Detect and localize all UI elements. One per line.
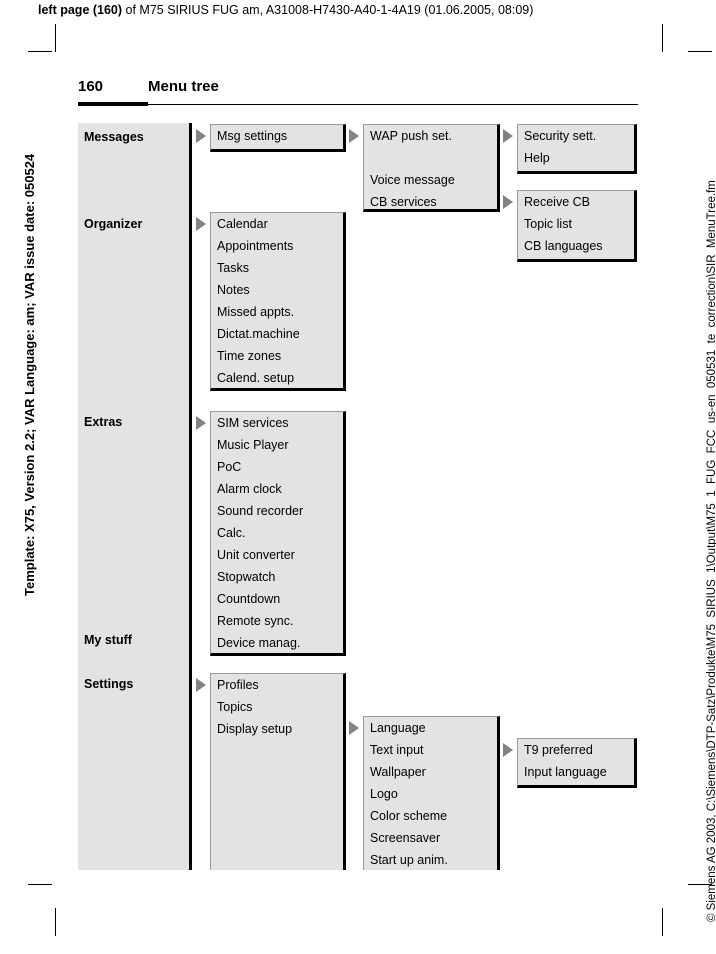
menu-item[interactable]: CB languages	[524, 239, 603, 253]
page-header: 160 Menu tree	[78, 78, 638, 108]
arrow-messages-to-msg-settings	[196, 129, 206, 143]
crop-mark-bottom-right-vertical	[662, 908, 663, 936]
menu-item[interactable]: Voice message	[370, 173, 455, 187]
menu-box-security-settings: Security sett. Help	[517, 124, 637, 174]
page-title: Menu tree	[148, 78, 219, 95]
menu-item[interactable]: T9 preferred	[524, 743, 593, 757]
crop-mark-bottom-right-horizontal	[688, 884, 712, 885]
menu-item[interactable]: Calend. setup	[217, 371, 295, 385]
menu-item[interactable]: Missed appts.	[217, 305, 295, 319]
arrow-organizer-to-sub	[196, 217, 206, 231]
arrow-text-input-to-t9	[503, 743, 513, 757]
menu-item[interactable]: WAP push set.	[370, 129, 452, 143]
menu-item[interactable]: Sound recorder	[217, 504, 304, 518]
document-header-rest: of M75 SIRIUS FUG am, A31008-H7430-A40-1…	[122, 3, 534, 17]
crop-mark-top-right-vertical	[662, 24, 663, 52]
menu-item[interactable]: Stopwatch	[217, 570, 276, 584]
crop-mark-bottom-left-horizontal	[28, 884, 52, 885]
arrow-settings-to-sub	[196, 678, 206, 692]
menu-level1-item-extras[interactable]: Extras	[78, 415, 192, 429]
menu-item[interactable]: Notes	[217, 283, 250, 297]
arrow-wap-push-to-security	[503, 129, 513, 143]
menu-item[interactable]: Help	[524, 151, 550, 165]
menu-level1-label: Settings	[84, 677, 134, 691]
menu-box-msg-settings: Msg settings	[210, 124, 346, 152]
menu-level1-item-messages[interactable]: Messages	[78, 130, 192, 144]
menu-item[interactable]: Alarm clock	[217, 482, 282, 496]
menu-item[interactable]: Appointments	[217, 239, 294, 253]
menu-item[interactable]: Remote sync.	[217, 614, 294, 628]
menu-item[interactable]: Dictat.machine	[217, 327, 300, 341]
menu-item[interactable]: Text input	[370, 743, 424, 757]
menu-item[interactable]: Profiles	[217, 678, 259, 692]
menu-item-spacer	[364, 147, 497, 169]
menu-item[interactable]: Tasks	[217, 261, 249, 275]
menu-item[interactable]: Receive CB	[524, 195, 590, 209]
header-rule-thick	[78, 102, 148, 106]
arrow-cb-services-to-sub	[503, 195, 513, 209]
menu-item[interactable]: Topics	[217, 700, 253, 714]
menu-item[interactable]: Countdown	[217, 592, 281, 606]
menu-item[interactable]: Unit converter	[217, 548, 295, 562]
arrow-msg-settings-to-wap-push	[349, 129, 359, 143]
menu-level1-label: Messages	[84, 130, 144, 144]
menu-item[interactable]: Display setup	[217, 722, 293, 736]
crop-mark-top-right-horizontal	[688, 51, 712, 52]
menu-level1-label: Extras	[84, 415, 123, 429]
document-header-bold: left page (160)	[38, 3, 123, 17]
menu-item[interactable]: Color scheme	[370, 809, 448, 823]
header-rule-thin	[148, 104, 638, 105]
document-header-line: left page (160) of M75 SIRIUS FUG am, A3…	[38, 0, 698, 20]
menu-item[interactable]: Screensaver	[370, 831, 441, 845]
menu-item[interactable]: Topic list	[524, 217, 572, 231]
menu-item[interactable]: Msg settings	[217, 129, 288, 143]
menu-item[interactable]: Time zones	[217, 349, 282, 363]
menu-item[interactable]: PoC	[217, 460, 242, 474]
menu-item[interactable]: Calc.	[217, 526, 246, 540]
menu-item[interactable]: Calendar	[217, 217, 268, 231]
menu-item[interactable]: Security sett.	[524, 129, 597, 143]
menu-item[interactable]: Logo	[370, 787, 398, 801]
page-number: 160	[78, 78, 104, 95]
menu-box-cb-services-sub: Receive CB Topic list CB languages	[517, 190, 637, 262]
menu-level1-label: My stuff	[84, 633, 132, 647]
menu-item[interactable]: SIM services	[217, 416, 289, 430]
menu-item[interactable]: Music Player	[217, 438, 289, 452]
menu-level1-label: Organizer	[84, 217, 143, 231]
menu-box-wap-push: WAP push set. Voice message CB services	[363, 124, 500, 212]
menu-item[interactable]: CB services	[370, 195, 437, 209]
menu-level1-item-my-stuff[interactable]: My stuff	[78, 633, 192, 647]
menu-item[interactable]: Input language	[524, 765, 607, 779]
menu-item[interactable]: Start up anim.	[370, 853, 448, 867]
crop-mark-bottom-left-vertical	[55, 908, 56, 936]
crop-mark-top-left-horizontal	[28, 51, 52, 52]
menu-item[interactable]: Wallpaper	[370, 765, 426, 779]
menu-item[interactable]: Device manag.	[217, 636, 301, 650]
arrow-extras-to-sub	[196, 416, 206, 430]
arrow-display-setup-to-sub	[349, 721, 359, 735]
menu-level1-item-organizer[interactable]: Organizer	[78, 217, 192, 231]
menu-item[interactable]: Language	[370, 721, 426, 735]
crop-mark-top-left-vertical	[55, 24, 56, 52]
menu-level1-item-settings[interactable]: Settings	[78, 677, 192, 691]
